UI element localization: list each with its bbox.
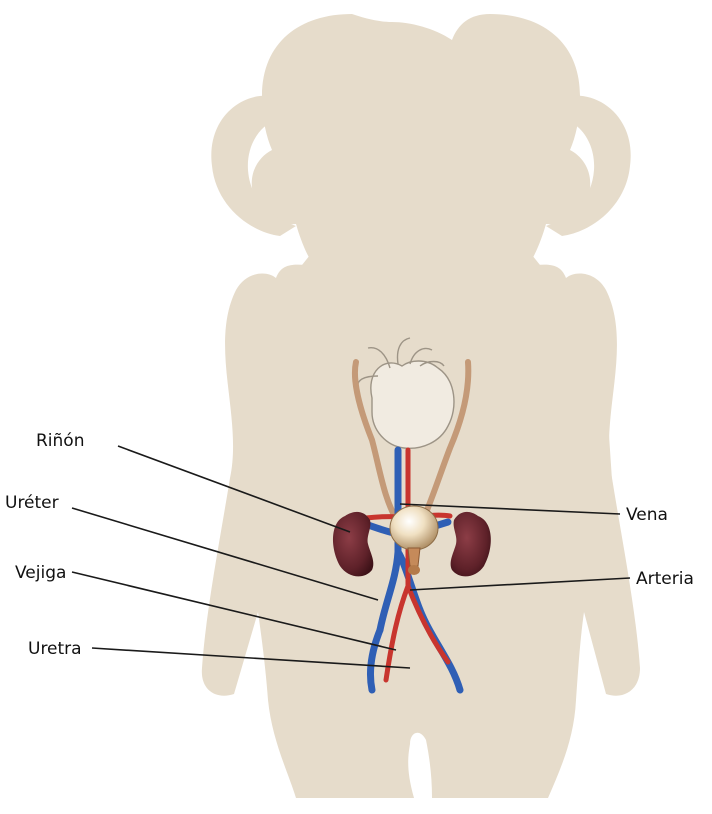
label-vein: Vena [626, 505, 668, 525]
label-urethra: Uretra [28, 639, 82, 659]
urethra [408, 548, 420, 566]
label-ureter: Uréter [5, 493, 59, 513]
label-bladder: Vejiga [15, 563, 66, 583]
label-kidney: Riñón [36, 431, 85, 451]
label-artery: Arteria [636, 569, 694, 589]
